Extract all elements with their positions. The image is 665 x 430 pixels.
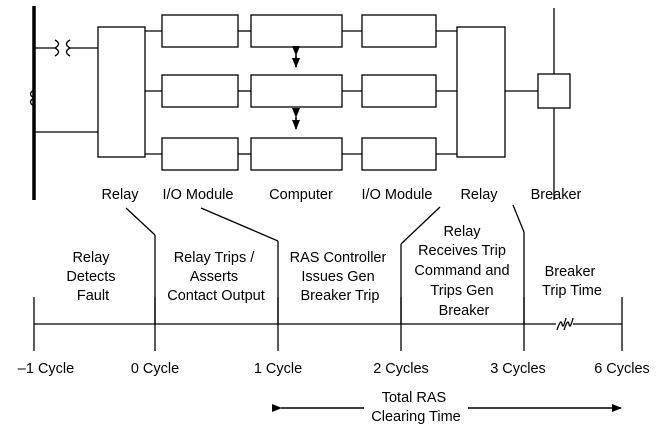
io-module-left-label: I/O Module xyxy=(163,187,234,203)
connector-io-left xyxy=(200,207,279,242)
breaker-label: Breaker xyxy=(531,187,582,203)
relay-left-label: Relay xyxy=(101,187,139,203)
computer-box-3 xyxy=(250,137,343,171)
stage-ras-controller: RAS Controller Issues Gen Breaker Trip xyxy=(290,250,391,304)
stage-breaker-trip: Breaker Trip Time xyxy=(542,264,602,299)
relay-left-box xyxy=(97,26,146,158)
total-clearing-time: Total RAS Clearing Time xyxy=(272,388,622,430)
total-clearing-label: Total RAS Clearing Time xyxy=(371,390,460,425)
block-diagram xyxy=(29,6,571,200)
computer-label: Computer xyxy=(269,187,333,203)
tick-label-6: 6 Cycles xyxy=(594,361,650,377)
stage-descriptions: Relay Detects Fault Relay Trips / Assert… xyxy=(66,224,602,319)
relay-right-box xyxy=(456,26,506,158)
tick-label-2: 2 Cycles xyxy=(373,361,429,377)
timeline-break-icon xyxy=(556,317,567,331)
stage-relay-trips: Relay Trips / Asserts Contact Output xyxy=(167,250,265,304)
tick-label-3: 3 Cycles xyxy=(490,361,546,377)
connector-io-right xyxy=(400,206,441,245)
io-module-left-box-2 xyxy=(161,74,239,108)
stage-relay-detects: Relay Detects Fault xyxy=(66,250,119,304)
voltage-transformer-icon xyxy=(29,89,98,133)
connector-breaker xyxy=(512,204,525,233)
current-transformer-icon xyxy=(34,39,98,57)
computer-box-2 xyxy=(250,74,343,108)
io-module-right-box-1 xyxy=(361,14,437,48)
timeline: –1 Cycle 0 Cycle 1 Cycle 2 Cycles 3 Cycl… xyxy=(18,297,650,377)
io-module-left-box-3 xyxy=(161,137,239,171)
io-module-right-label: I/O Module xyxy=(362,187,433,203)
computer-box-1 xyxy=(250,14,343,48)
io-module-right-box-2 xyxy=(361,74,437,108)
breaker-box xyxy=(537,73,571,109)
connector-relay-left xyxy=(125,207,156,236)
stage-relay-receives: Relay Receives Trip Command and Trips Ge… xyxy=(414,224,513,319)
tick-label-1: 1 Cycle xyxy=(254,361,302,377)
component-labels: Relay I/O Module Computer I/O Module Rel… xyxy=(101,187,581,203)
io-module-left-box-1 xyxy=(161,14,239,48)
tick-label-0: 0 Cycle xyxy=(131,361,179,377)
tick-label-minus-1: –1 Cycle xyxy=(18,361,74,377)
relay-right-label: Relay xyxy=(460,187,498,203)
io-module-right-box-3 xyxy=(361,137,437,171)
